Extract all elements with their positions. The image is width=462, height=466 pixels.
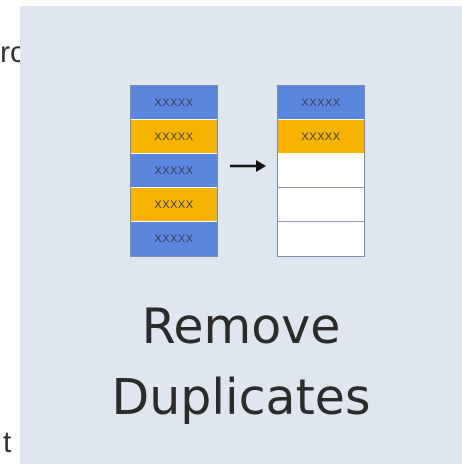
source-cell: XXXXX [131, 222, 217, 256]
source-cell: XXXXX [131, 188, 217, 222]
source-cell: XXXXX [131, 120, 217, 154]
result-column: XXXXX XXXXX [277, 85, 365, 257]
arrow-right-icon [230, 160, 266, 172]
result-cell-empty [278, 154, 364, 188]
result-cell-empty [278, 188, 364, 222]
source-column: XXXXX XXXXX XXXXX XXXXX XXXXX [130, 85, 218, 257]
remove-duplicates-tile[interactable]: XXXXX XXXXX XXXXX XXXXX XXXXX XXXXX XXXX… [20, 6, 462, 464]
source-cell: XXXXX [131, 154, 217, 188]
result-cell: XXXXX [278, 120, 364, 154]
tile-title-line-2: Duplicates [111, 369, 371, 426]
cropped-text-fragment-bottom: t [3, 426, 12, 459]
result-cell: XXXXX [278, 86, 364, 120]
result-cell-empty [278, 222, 364, 256]
source-cell: XXXXX [131, 86, 217, 120]
tile-title-line-1: Remove [141, 298, 341, 355]
